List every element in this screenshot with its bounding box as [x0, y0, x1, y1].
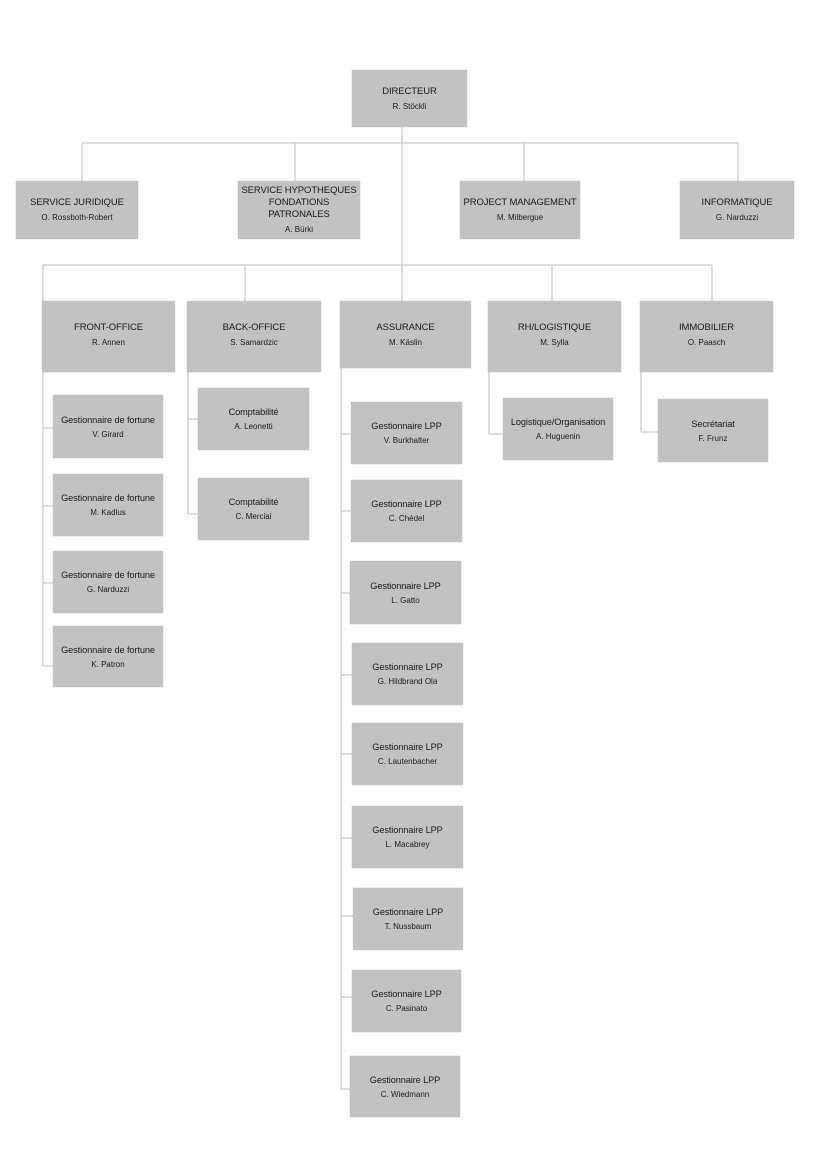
- node-name: M. Kadlus: [90, 508, 126, 517]
- node-back-office-staff: Comptabilité A. Leonetti: [198, 388, 309, 450]
- node-title: Gestionnaire de fortune: [61, 414, 155, 425]
- node-title: Secrétariat: [691, 418, 735, 429]
- node-title: ASSURANCE: [376, 322, 435, 333]
- node-name: F. Frunz: [698, 433, 728, 443]
- node-front-office-staff: Gestionnaire de fortune G. Narduzzi: [53, 551, 163, 613]
- node-title: Gestionnaire LPP: [370, 580, 441, 591]
- node-front-office-staff: Gestionnaire de fortune V. Girard: [53, 395, 163, 458]
- node-title: SERVICE HYPOTHEQUES FONDATIONS PATRONALE…: [241, 185, 357, 220]
- node-name: M. Milbergue: [496, 213, 544, 222]
- node-name: M. Sylla: [540, 338, 569, 347]
- node-title: Gestionnaire LPP: [372, 742, 443, 752]
- node-informatique: INFORMATIQUE G. Narduzzi: [680, 181, 794, 239]
- node-directeur: DIRECTEUR R. Stöckli: [352, 70, 467, 127]
- node-name: V. Burkhalter: [383, 436, 430, 445]
- node-assurance-staff: Gestionnaire LPP C. Lautenbacher: [352, 723, 463, 785]
- node-title: DIRECTEUR: [382, 85, 437, 97]
- node-name: R. Stöckli: [392, 101, 427, 111]
- node-name: V. Girard: [92, 429, 124, 439]
- node-title: Comptabilité: [228, 497, 279, 507]
- node-title: Gestionnaire LPP: [371, 499, 442, 509]
- node-assurance-staff: Gestionnaire LPP L. Macabrey: [352, 806, 463, 868]
- node-title: Gestionnaire LPP: [369, 1074, 441, 1085]
- node-service-hypotheques: SERVICE HYPOTHEQUES FONDATIONS PATRONALE…: [238, 181, 360, 239]
- node-immobilier: IMMOBILIER O. Paasch: [640, 301, 773, 372]
- node-name: A. Leonetti: [234, 422, 273, 431]
- node-project-management: PROJECT MANAGEMENT M. Milbergue: [460, 181, 580, 239]
- node-rh-logistique: RH/LOGISTIQUE M. Sylla: [488, 301, 621, 372]
- node-title: Gestionnaire LPP: [371, 989, 442, 999]
- node-title: RH/LOGISTIQUE: [517, 322, 592, 333]
- node-name: G. Narduzzi: [715, 213, 759, 222]
- node-assurance-staff: Gestionnaire LPP V. Burkhalter: [351, 402, 462, 464]
- node-back-office: BACK-OFFICE S. Samardzic: [187, 301, 321, 372]
- node-title: Logistique/Organisation: [510, 417, 606, 427]
- node-title: Gestionnaire de fortune: [61, 570, 155, 580]
- node-name: C. Pasinato: [385, 1004, 428, 1013]
- node-name: O. Paasch: [687, 338, 726, 347]
- node-assurance-staff: Gestionnaire LPP T. Nussbaum: [353, 888, 463, 950]
- node-title: Gestionnaire LPP: [372, 825, 443, 835]
- node-service-juridique: SERVICE JURIDIQUE O. Rossboth-Robert: [16, 181, 138, 239]
- node-front-office-staff: Gestionnaire de fortune M. Kadlus: [53, 474, 163, 536]
- node-name: M. Käslin: [389, 338, 422, 347]
- node-assurance-staff: Gestionnaire LPP L. Gatto: [350, 561, 461, 624]
- node-name: T. Nussbaum: [384, 922, 432, 931]
- node-title: Gestionnaire de fortune: [61, 644, 155, 655]
- node-name: G. Narduzzi: [86, 585, 130, 594]
- node-title: INFORMATIQUE: [701, 197, 773, 208]
- node-assurance-staff: Gestionnaire LPP G. Hildbrand Ola: [352, 643, 463, 705]
- node-name: O. Rossboth-Robert: [41, 213, 113, 222]
- node-title: BACK-OFFICE: [222, 322, 286, 333]
- node-assurance: ASSURANCE M. Käslin: [340, 301, 471, 368]
- node-assurance-staff: Gestionnaire LPP C. Chédel: [351, 480, 462, 542]
- node-title: IMMOBILIER: [679, 322, 734, 333]
- node-name: S. Samardzic: [230, 338, 278, 347]
- node-name: C. Chédel: [388, 514, 425, 523]
- node-name: C. Lautenbacher: [377, 757, 438, 766]
- node-assurance-staff: Gestionnaire LPP C. Wiedmann: [350, 1056, 460, 1117]
- node-title: Comptabilité: [228, 407, 279, 417]
- node-name: K. Patron: [91, 659, 125, 669]
- node-rh-staff: Logistique/Organisation A. Huguenin: [503, 398, 613, 460]
- node-title: Gestionnaire LPP: [372, 662, 443, 672]
- node-name: L. Gatto: [391, 595, 420, 605]
- node-back-office-staff: Comptabilité C. Merciai: [198, 478, 309, 540]
- node-name: A. Huguenin: [535, 432, 581, 441]
- node-name: C. Merciai: [235, 512, 272, 521]
- node-name: A. Bürki: [284, 225, 313, 234]
- node-name: L. Macabrey: [385, 840, 430, 849]
- node-title: Gestionnaire LPP: [372, 907, 444, 917]
- node-title: PROJECT MANAGEMENT: [463, 197, 577, 208]
- node-front-office: FRONT-OFFICE R. Annen: [42, 301, 175, 372]
- node-title: FRONT-OFFICE: [74, 322, 143, 333]
- node-name: R. Annen: [92, 338, 125, 347]
- node-name: C. Wiedmann: [380, 1089, 430, 1099]
- node-immobilier-staff: Secrétariat F. Frunz: [658, 399, 768, 462]
- node-title: Gestionnaire LPP: [371, 421, 442, 431]
- node-front-office-staff: Gestionnaire de fortune K. Patron: [53, 626, 163, 687]
- node-title: Gestionnaire de fortune: [61, 493, 155, 503]
- node-name: G. Hildbrand Ola: [377, 677, 438, 686]
- node-assurance-staff: Gestionnaire LPP C. Pasinato: [352, 970, 461, 1032]
- node-title: SERVICE JURIDIQUE: [30, 197, 124, 208]
